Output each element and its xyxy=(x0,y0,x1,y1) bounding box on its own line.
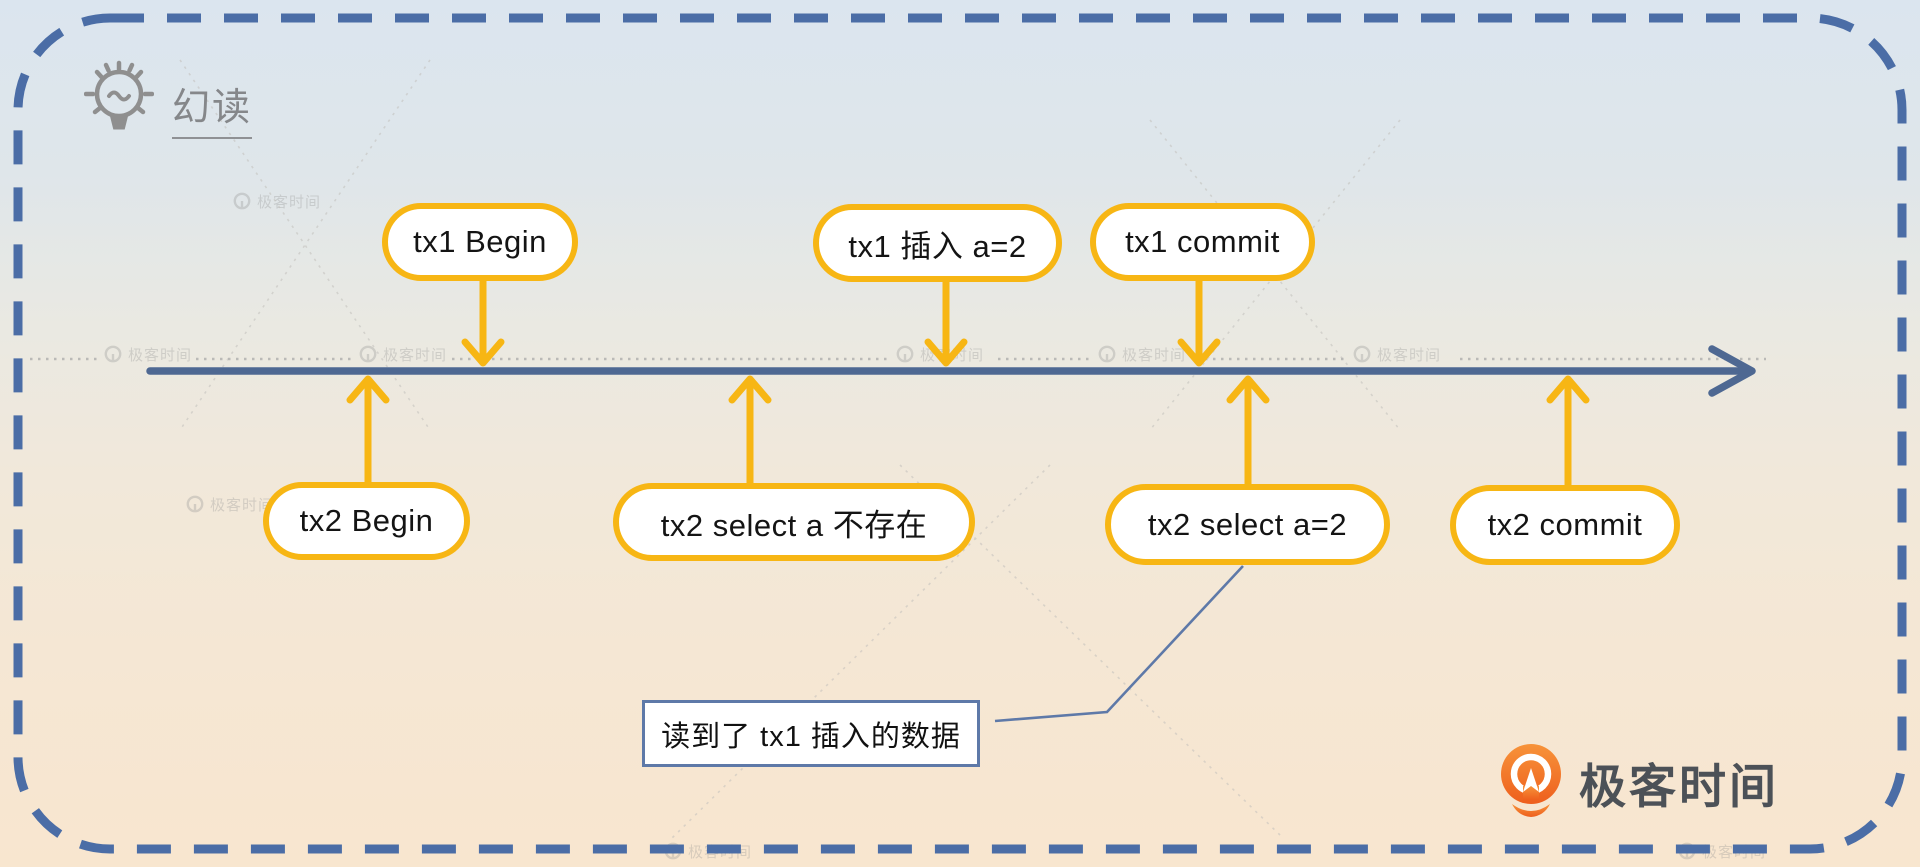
event-tx2-select-none: tx2 select a 不存在 xyxy=(613,483,975,561)
geektime-mini-logo-icon xyxy=(186,495,204,512)
watermark-label: 极客时间 xyxy=(383,347,448,364)
geektime-mini-logo-icon xyxy=(664,842,682,859)
arrow-tx2-select-none xyxy=(728,375,772,489)
event-tx2-commit: tx2 commit xyxy=(1450,485,1680,565)
geektime-mini-logo-icon xyxy=(359,345,377,362)
geektime-mini-logo-icon xyxy=(1353,345,1371,362)
watermark: 极客时间 xyxy=(1097,344,1186,365)
brand-logo: 极客时间 xyxy=(1499,742,1779,822)
watermark-label: 极客时间 xyxy=(1122,347,1187,364)
page-title: 幻读 xyxy=(172,76,253,139)
geektime-mini-logo-icon xyxy=(1678,842,1696,859)
watermark-label: 极客时间 xyxy=(257,194,322,211)
geektime-mini-logo-icon xyxy=(1098,345,1116,362)
watermark: 极客时间 xyxy=(103,344,192,365)
watermark: 极客时间 xyxy=(1352,344,1441,365)
geektime-mini-logo-icon xyxy=(104,345,122,362)
event-tx1-commit: tx1 commit xyxy=(1090,203,1315,281)
event-tx2-select-a2: tx2 select a=2 xyxy=(1105,484,1390,565)
callout-box: 读到了 tx1 插入的数据 xyxy=(642,700,980,767)
callout-leader-line xyxy=(994,565,1244,723)
watermark: 极客时间 xyxy=(663,841,752,862)
header: 幻读 xyxy=(84,60,253,139)
watermark: 极客时间 xyxy=(1677,841,1766,862)
watermark: 极客时间 xyxy=(185,494,274,515)
geektime-mini-logo-icon xyxy=(896,345,914,362)
event-tx1-insert: tx1 插入 a=2 xyxy=(813,204,1062,282)
arrow-tx1-begin xyxy=(461,275,505,367)
watermark-label: 极客时间 xyxy=(1702,844,1767,861)
arrow-tx2-select-a2 xyxy=(1226,375,1270,490)
event-tx1-begin: tx1 Begin xyxy=(382,203,578,281)
watermark: 极客时间 xyxy=(895,344,984,365)
watermark: 极客时间 xyxy=(232,191,321,212)
arrow-tx2-commit xyxy=(1546,375,1590,491)
watermark-label: 极客时间 xyxy=(920,347,985,364)
watermark: 极客时间 xyxy=(358,344,447,365)
lightbulb-icon xyxy=(84,60,154,130)
watermark-label: 极客时间 xyxy=(688,844,753,861)
watermark-label: 极客时间 xyxy=(128,347,193,364)
arrow-tx1-commit xyxy=(1177,274,1221,367)
watermark-label: 极客时间 xyxy=(1377,347,1442,364)
arrow-tx2-begin xyxy=(346,375,390,488)
event-tx2-begin: tx2 Begin xyxy=(263,482,470,560)
geektime-logo-icon xyxy=(1501,744,1561,817)
brand-logo-text: 极客时间 xyxy=(1579,759,1779,813)
geektime-mini-logo-icon xyxy=(233,192,251,209)
